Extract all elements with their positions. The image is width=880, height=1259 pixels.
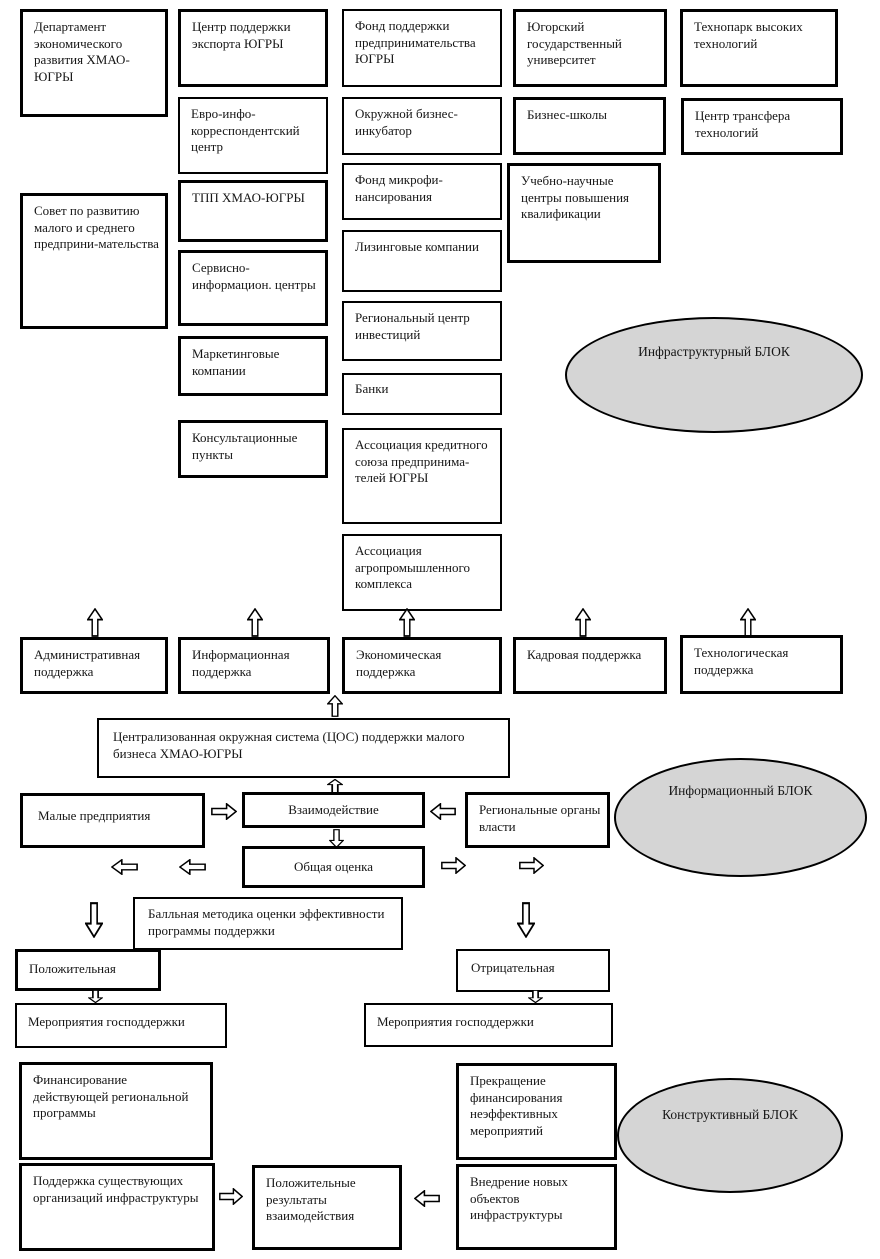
up-arrow-icon <box>247 608 263 637</box>
box-administrative-support: Административная поддержка <box>20 637 168 694</box>
box-positive-assessment: Положительная <box>15 949 161 991</box>
box-credit-union-association: Ассоциация кредитного союза предпринима-… <box>342 428 502 524</box>
box-centralized-district-system: Централизованная окружная система (ЦОС) … <box>97 718 510 778</box>
up-arrow-icon <box>740 608 756 637</box>
right-arrow-icon <box>219 1188 243 1205</box>
up-arrow-icon <box>327 695 343 717</box>
box-interaction: Взаимодействие <box>242 792 425 828</box>
ellipse-information-label: Информационный БЛОК <box>668 783 813 798</box>
left-arrow-icon <box>179 859 206 875</box>
box-new-infrastructure-objects: Внедрение новых объектов инфраструктуры <box>456 1164 617 1250</box>
box-banks: Банки <box>342 373 502 415</box>
up-arrow-icon <box>399 608 415 637</box>
box-scoring-methodology: Балльная методика оценки эффективности п… <box>133 897 403 950</box>
box-consulting-points: Консультационные пункты <box>178 420 328 478</box>
box-department-economic-development: Департамент экономического развития ХМАО… <box>20 9 168 117</box>
box-personnel-support: Кадровая поддержка <box>513 637 667 694</box>
box-positive-interaction-results: Положительные результаты взаимодействия <box>252 1165 402 1250</box>
box-regional-investment-center: Региональный центр инвестиций <box>342 301 502 361</box>
box-economic-support: Экономическая поддержка <box>342 637 502 694</box>
box-stop-financing-ineffective: Прекращение финансирования неэффективных… <box>456 1063 617 1160</box>
ellipse-infrastructure-block: Инфраструктурный БЛОК <box>565 317 863 433</box>
box-entrepreneurship-support-fund: Фонд поддержки предпринимательства ЮГРЫ <box>342 9 502 87</box>
right-arrow-icon <box>519 857 544 874</box>
box-support-existing-organizations: Поддержка существующих организаций инфра… <box>19 1163 215 1251</box>
ellipse-constructive-label: Конструктивный БЛОК <box>662 1107 798 1122</box>
up-arrow-icon <box>327 779 343 793</box>
box-state-support-measures-left: Мероприятия господдержки <box>15 1003 227 1048</box>
box-information-support: Информационная поддержка <box>178 637 330 694</box>
box-agro-industrial-association: Ассоциация агропромышленного комплекса <box>342 534 502 611</box>
box-training-science-centers: Учебно-научные центры повышения квалифик… <box>507 163 661 263</box>
box-business-incubator: Окружной бизнес-инкубатор <box>342 97 502 155</box>
box-export-support-center: Центр поддержки экспорта ЮГРЫ <box>178 9 328 87</box>
down-arrow-icon <box>85 902 103 938</box>
right-arrow-icon <box>211 803 237 820</box>
down-arrow-icon <box>329 829 344 848</box>
box-technological-support: Технологическая поддержка <box>680 635 843 694</box>
left-arrow-icon <box>414 1190 440 1207</box>
box-state-support-measures-right: Мероприятия господдержки <box>364 1003 613 1047</box>
box-regional-authorities: Региональные органы власти <box>465 792 610 848</box>
left-arrow-icon <box>430 803 456 820</box>
box-marketing-companies: Маркетинговые компании <box>178 336 328 396</box>
box-overall-assessment: Общая оценка <box>242 846 425 888</box>
box-negative-assessment: Отрицательная <box>456 949 610 992</box>
up-arrow-icon <box>575 608 591 637</box>
box-business-schools: Бизнес-школы <box>513 97 666 155</box>
box-technology-transfer-center: Центр трансфера технологий <box>681 98 843 155</box>
ellipse-information-block: Информационный БЛОК <box>614 758 867 877</box>
left-arrow-icon <box>111 859 138 875</box>
right-arrow-icon <box>441 857 466 874</box>
ellipse-infrastructure-label: Инфраструктурный БЛОК <box>638 344 790 359</box>
box-yugra-state-university: Югорский государственный университет <box>513 9 667 87</box>
box-high-tech-technopark: Технопарк высоких технологий <box>680 9 838 87</box>
box-tpp-hmao-yugra: ТПП ХМАО-ЮГРЫ <box>178 180 328 242</box>
box-microfinance-fund: Фонд микрофи-нансирования <box>342 163 502 220</box>
down-arrow-icon <box>528 990 543 1003</box>
box-leasing-companies: Лизинговые компании <box>342 230 502 292</box>
box-financing-current-program: Финансирование действующей региональной … <box>19 1062 213 1160</box>
down-arrow-icon <box>88 990 103 1003</box>
down-arrow-icon <box>517 902 535 938</box>
box-service-information-centers: Сервисно-информацион. центры <box>178 250 328 326</box>
box-sme-development-council: Совет по развитию малого и среднего пред… <box>20 193 168 329</box>
box-small-enterprises: Малые предприятия <box>20 793 205 848</box>
ellipse-constructive-block: Конструктивный БЛОК <box>617 1078 843 1193</box>
up-arrow-icon <box>87 608 103 637</box>
box-euro-info-correspondent-center: Евро-инфо-корреспондентский центр <box>178 97 328 174</box>
